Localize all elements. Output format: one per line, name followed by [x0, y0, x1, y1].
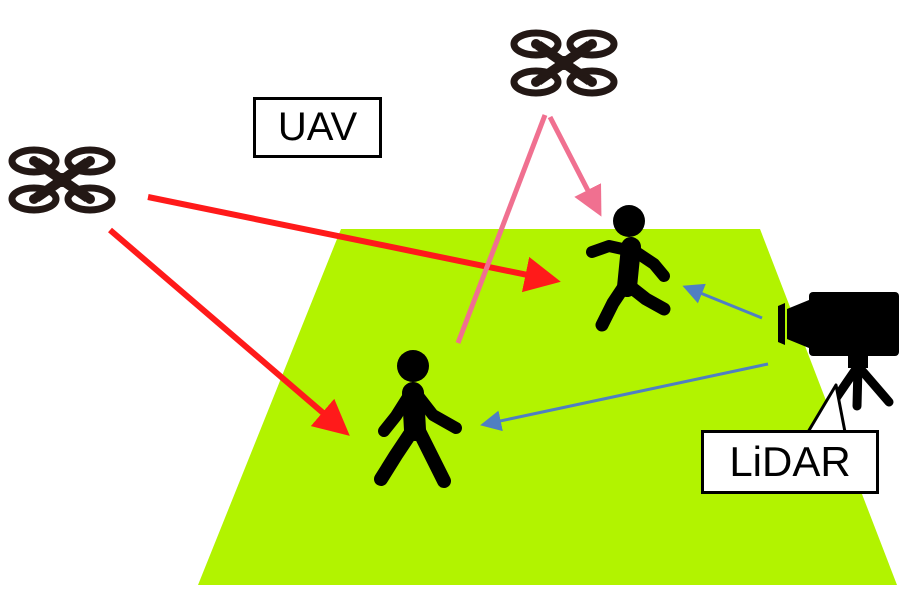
uav-label: UAV [253, 97, 382, 158]
drone-icon [514, 33, 614, 93]
lidar-arrow-to-walker [480, 362, 769, 432]
ground-plane [198, 229, 897, 585]
uav-arrow-to-walker [108, 227, 350, 436]
uav-line-to-walker [455, 114, 548, 344]
walking-person-icon [374, 350, 462, 488]
lidar-camera-icon [778, 292, 899, 411]
running-person-icon [586, 205, 671, 332]
lidar-arrow-to-runner [682, 283, 763, 320]
lidar-label: LiDAR [701, 430, 879, 494]
drone-icon [12, 150, 112, 210]
uav-arrow-to-runner-secondary [547, 115, 602, 217]
